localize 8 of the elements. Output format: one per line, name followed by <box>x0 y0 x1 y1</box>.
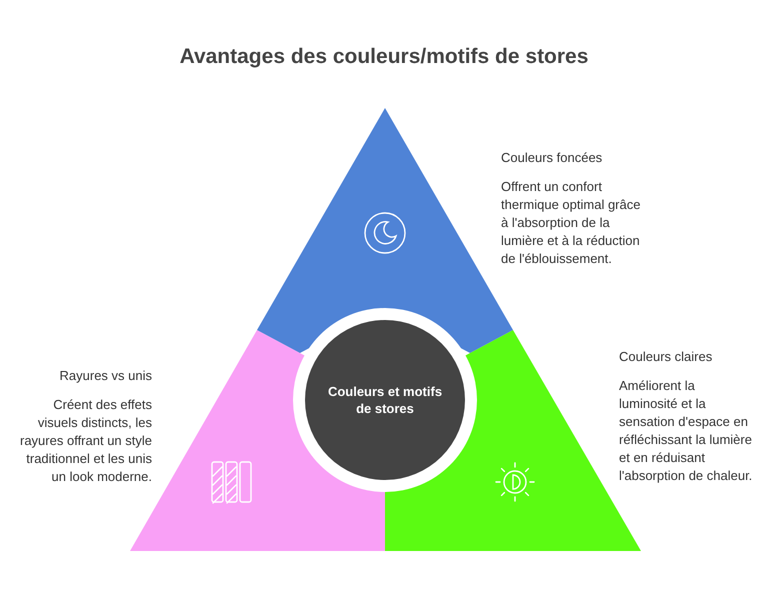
title: Avantages des couleurs/motifs de stores <box>178 45 590 69</box>
center-circle: Couleurs et motifs de stores <box>305 320 465 480</box>
segment-heading: Rayures vs unis <box>58 368 152 383</box>
segment-heading: Couleurs foncées <box>501 150 604 165</box>
segment-description: Améliorent la luminosité et la sensation d'espace en réfléchissant la lumière et en réduisant l'absorption de chaleur. <box>619 377 754 485</box>
segment-heading: Couleurs claires <box>619 349 714 364</box>
segment-description: Offrent un confort thermique optimal grâce à l'absorption de la lumière et à la réduction de l'éblouissement. <box>501 178 642 268</box>
segment-description: Créent des effets visuels distincts, les rayures offrant un style traditionnel et les unis un look moderne. <box>20 396 152 486</box>
